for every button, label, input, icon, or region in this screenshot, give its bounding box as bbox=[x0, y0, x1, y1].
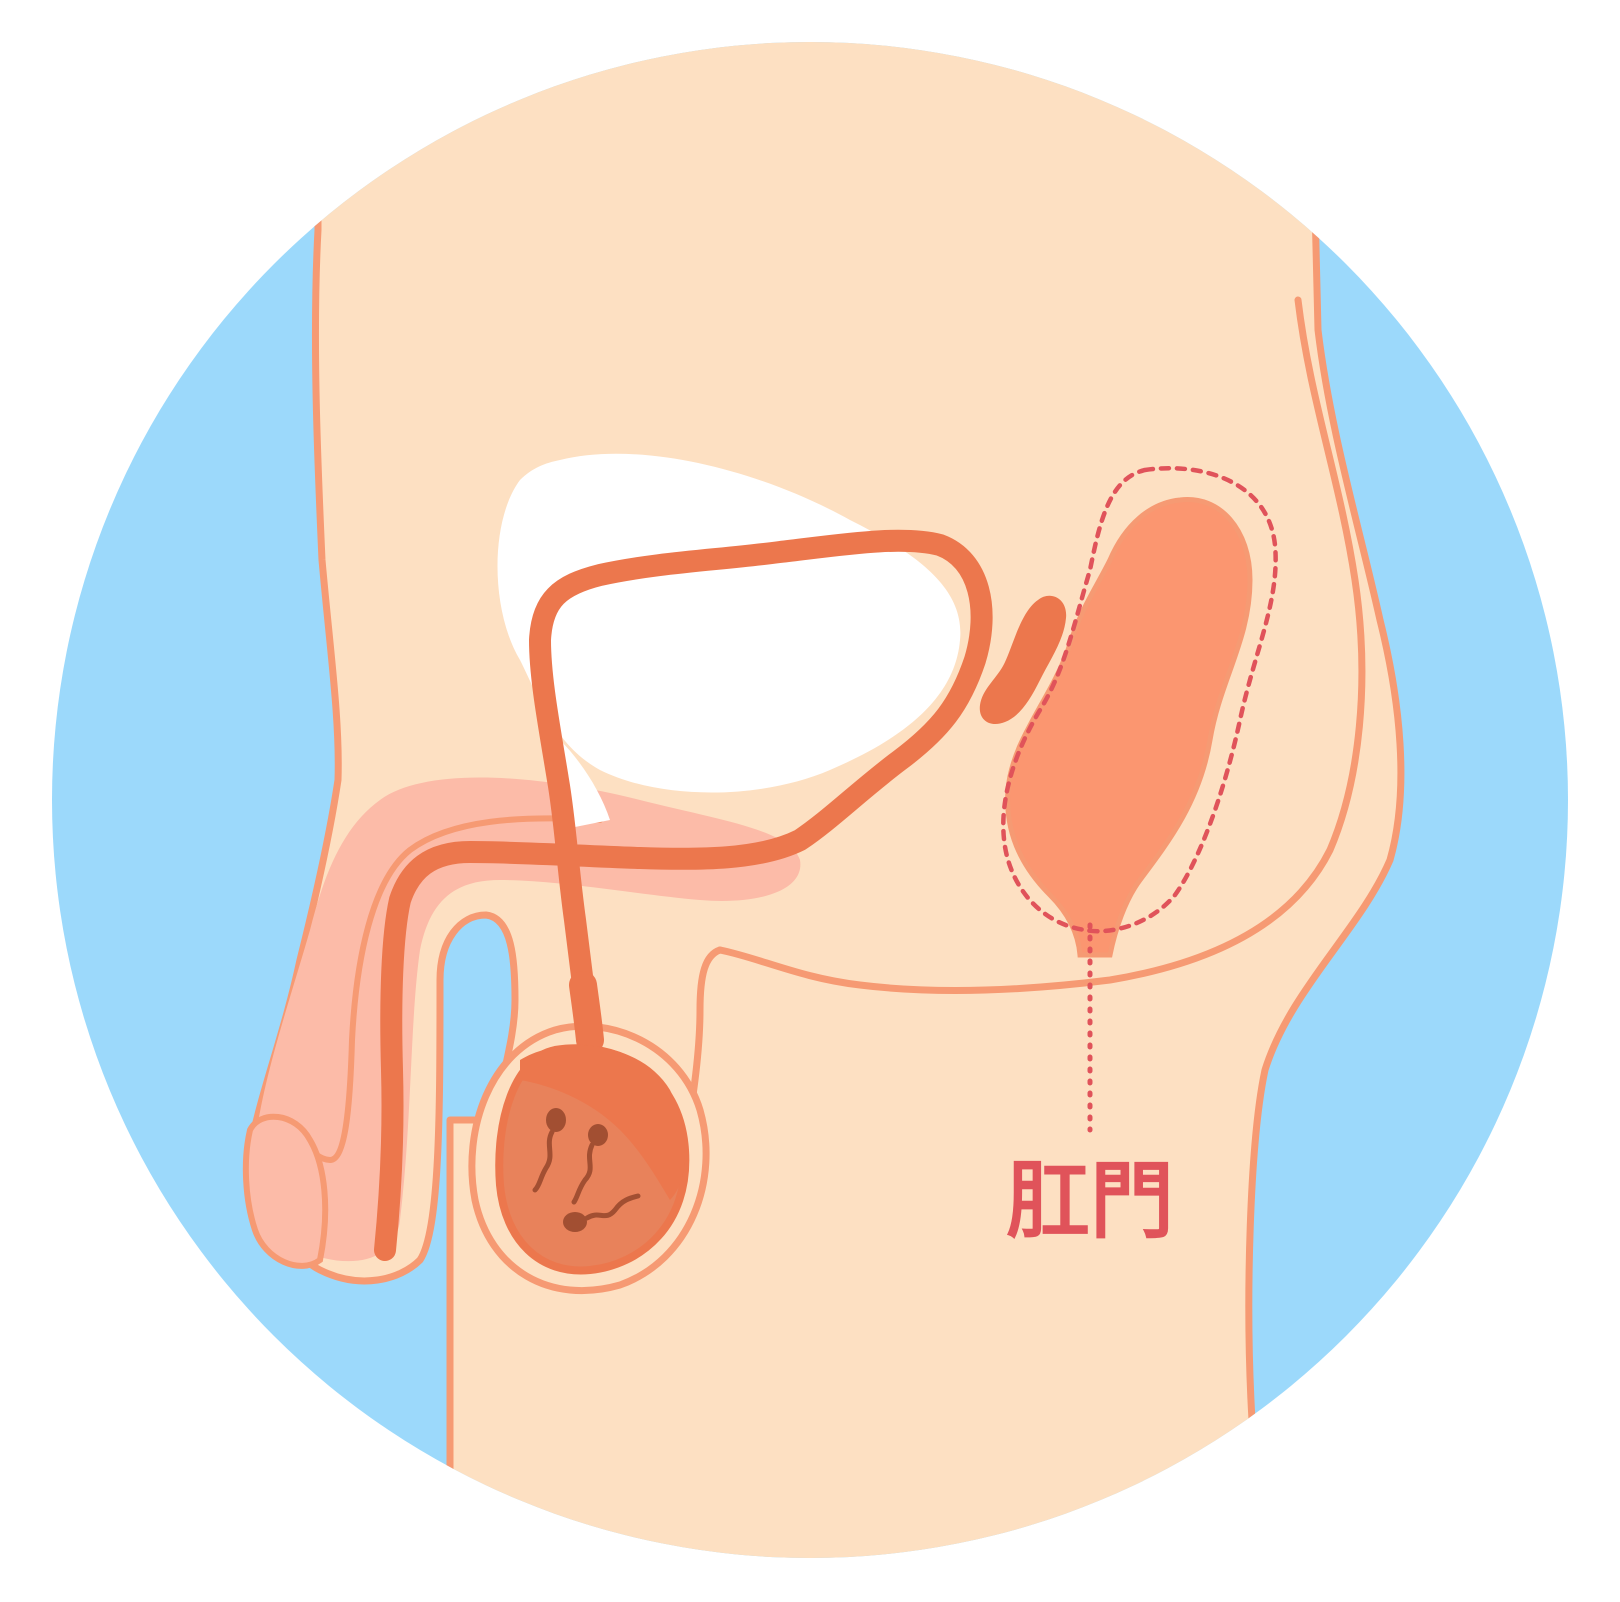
anus-label: 肛門 bbox=[1006, 1152, 1174, 1250]
sperm-cells bbox=[532, 1108, 641, 1232]
vas-deferens bbox=[374, 529, 993, 1261]
epididymis-duct bbox=[569, 971, 604, 1054]
penis-outline bbox=[297, 815, 603, 1164]
back-contour-line bbox=[716, 296, 1366, 994]
rectum bbox=[1005, 497, 1253, 958]
anus-dashed-region bbox=[1001, 465, 1278, 934]
epididymis bbox=[520, 1045, 685, 1200]
sperm-cell bbox=[532, 1108, 566, 1193]
penis-glans bbox=[242, 1113, 329, 1269]
seminal-vesicle bbox=[979, 595, 1067, 725]
sperm-cell bbox=[563, 1193, 641, 1232]
sperm-cell bbox=[571, 1124, 608, 1205]
